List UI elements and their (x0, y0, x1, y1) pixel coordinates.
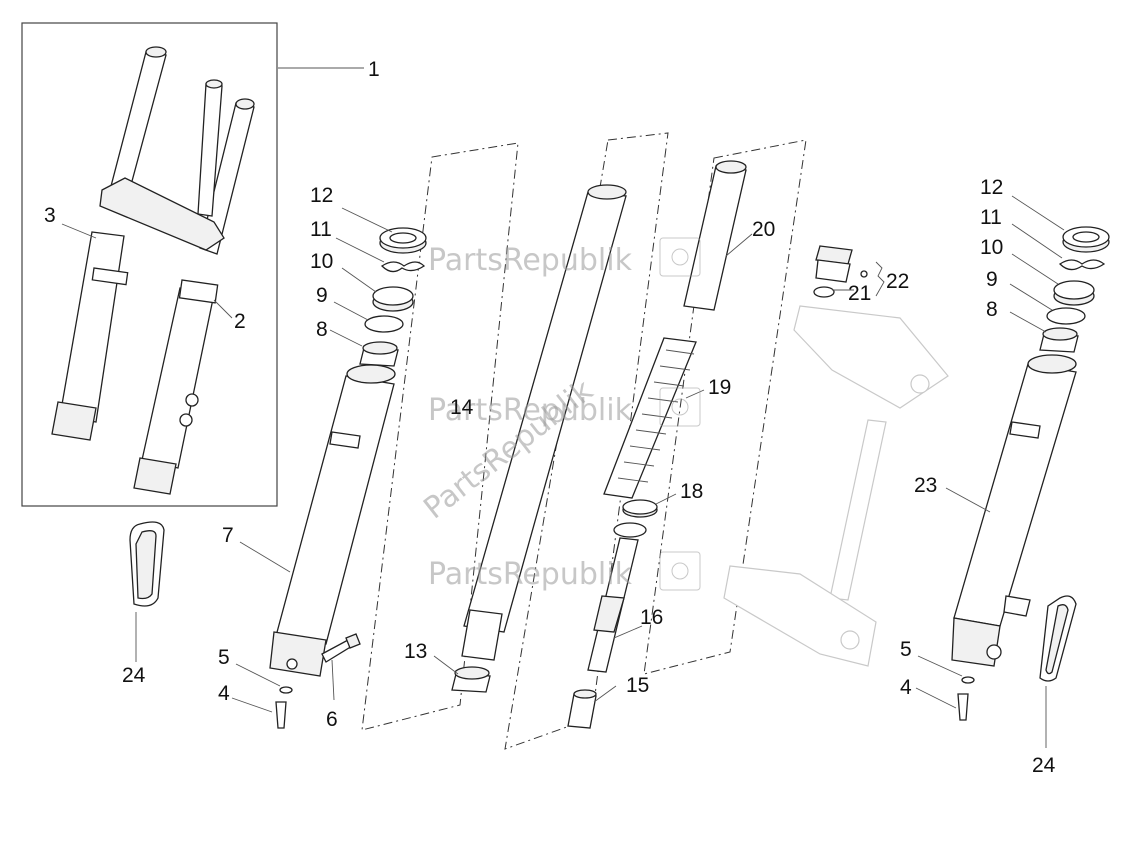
callout-15: 15 (626, 674, 649, 697)
circlip-right (1058, 259, 1106, 271)
callout-2: 2 (234, 310, 246, 333)
dust-seal-right (1062, 226, 1110, 253)
clamp-bolt (321, 633, 361, 663)
callout-11-right: 11 (980, 206, 1002, 229)
spacer-tube-20 (683, 160, 747, 311)
callout-13: 13 (404, 640, 427, 663)
callout-22: 22 (886, 270, 909, 293)
callout-8-right: 8 (986, 298, 998, 321)
group-outline-left (361, 142, 519, 731)
leader-lines (61, 67, 1065, 748)
callout-4-right: 4 (900, 676, 912, 699)
watermark-text: PartsRepublik (428, 557, 633, 592)
callout-5: 5 (218, 646, 230, 669)
group-outline-right (643, 139, 807, 675)
callout-24-left: 24 (122, 664, 146, 687)
callout-9: 9 (316, 284, 328, 307)
watermark-logo-icon (659, 237, 701, 591)
callout-12: 12 (310, 184, 333, 207)
callout-20: 20 (752, 218, 775, 241)
callout-7: 7 (222, 524, 234, 547)
callout-23: 23 (914, 474, 937, 497)
callout-16: 16 (640, 606, 663, 629)
callout-10-right: 10 (980, 236, 1003, 259)
spring-seat-18 (622, 499, 658, 518)
callout-4: 4 (218, 682, 230, 705)
reflector-left (129, 521, 165, 607)
callout-19: 19 (708, 376, 731, 399)
callout-24-right: 24 (1032, 754, 1056, 777)
bushing-right (1039, 327, 1079, 353)
washer-left (364, 315, 404, 333)
outer-tube-left (269, 364, 396, 677)
damper-rod-16 (587, 522, 647, 673)
watermark-text: PartsRepublik (428, 243, 633, 278)
fork-cap-22 (815, 245, 853, 283)
inner-tube (461, 184, 627, 661)
callout-1: 1 (368, 58, 380, 81)
callout-8: 8 (316, 318, 328, 341)
screw-4-right (957, 693, 969, 721)
callout-numbers: 1 2 3 12 11 10 9 8 7 5 4 6 13 14 15 16 1… (44, 58, 1056, 777)
oil-seal-left (372, 286, 414, 312)
bushing-left (359, 341, 399, 367)
fork-assembly-inset-frame (21, 22, 278, 507)
circlip-left (380, 261, 426, 273)
screw-4-left (275, 701, 287, 729)
bushing-13 (451, 666, 491, 693)
callout-6: 6 (326, 708, 338, 731)
washer-5-right (961, 676, 975, 684)
callout-5-right: 5 (900, 638, 912, 661)
callout-9-right: 9 (986, 268, 998, 291)
complete-fork-assembly (51, 46, 255, 495)
callout-14: 14 (450, 396, 474, 419)
callout-3: 3 (44, 204, 56, 227)
reflector-right (1039, 595, 1077, 682)
fork-spring (603, 337, 697, 499)
outer-tube-right (951, 354, 1077, 667)
dust-seal-left (379, 227, 427, 254)
callout-18: 18 (680, 480, 703, 503)
oil-seal-right (1053, 280, 1095, 306)
watermark-text: PartsRepublik (428, 393, 633, 428)
callout-10: 10 (310, 250, 333, 273)
washer-right (1046, 307, 1086, 325)
washer-5-left (279, 686, 293, 694)
callout-12-right: 12 (980, 176, 1003, 199)
ghost-steering-assembly (723, 305, 949, 667)
callout-11: 11 (310, 218, 332, 241)
o-ring-21 (813, 286, 835, 298)
bushing-15 (567, 689, 597, 729)
callout-21: 21 (848, 282, 871, 305)
o-ring-small (860, 270, 868, 278)
